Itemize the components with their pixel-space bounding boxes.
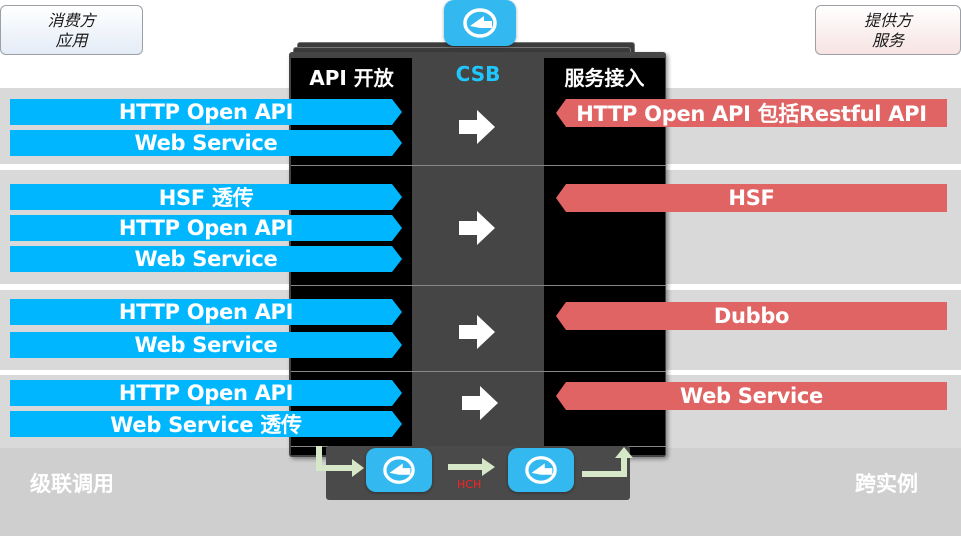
api-row: HTTP Open API bbox=[10, 215, 402, 241]
cross-instance-label: 跨实例 bbox=[855, 472, 918, 496]
service-row: HTTP Open API 包括Restful API bbox=[556, 99, 947, 127]
api-open-header: API 开放 bbox=[309, 66, 394, 90]
right-arrow-icon bbox=[459, 315, 495, 349]
api-row: Web Service bbox=[10, 332, 402, 358]
right-arrow-icon bbox=[459, 211, 495, 245]
consumer-line-2: 应用 bbox=[55, 31, 88, 50]
cascade-call-label: 级联调用 bbox=[30, 472, 114, 496]
csb-logo-icon bbox=[366, 448, 432, 492]
elbow-arrow-icon bbox=[316, 446, 364, 477]
api-row: Web Service bbox=[10, 130, 402, 156]
group-separator bbox=[291, 371, 666, 372]
provider-service-box: 提供方 服务 bbox=[815, 5, 961, 55]
api-row: HTTP Open API bbox=[10, 380, 402, 406]
api-row: Web Service bbox=[10, 246, 402, 272]
right-arrow-icon bbox=[462, 386, 498, 420]
csb-logo-icon bbox=[508, 448, 574, 492]
api-row: HTTP Open API bbox=[10, 299, 402, 325]
api-row: HTTP Open API bbox=[10, 99, 402, 125]
group-separator bbox=[291, 165, 666, 166]
right-arrow-icon bbox=[459, 110, 495, 144]
elbow-arrow-icon bbox=[582, 447, 633, 477]
service-access-header: 服务接入 bbox=[564, 66, 645, 90]
group-separator bbox=[291, 285, 666, 286]
provider-line-2: 服务 bbox=[871, 31, 904, 50]
service-row: Dubbo bbox=[556, 302, 947, 330]
csb-label: CSB bbox=[455, 62, 501, 86]
service-row: Web Service bbox=[556, 382, 947, 410]
consumer-line-1: 消费方 bbox=[47, 11, 96, 30]
api-row: HSF 透传 bbox=[10, 184, 402, 210]
hch-label: HCH bbox=[457, 478, 482, 491]
provider-line-1: 提供方 bbox=[863, 11, 912, 30]
right-arrow-icon bbox=[448, 458, 495, 476]
consumer-app-box: 消费方 应用 bbox=[0, 5, 143, 55]
csb-logo-icon bbox=[444, 0, 516, 46]
api-row: Web Service 透传 bbox=[10, 411, 402, 437]
service-row: HSF bbox=[556, 184, 947, 212]
